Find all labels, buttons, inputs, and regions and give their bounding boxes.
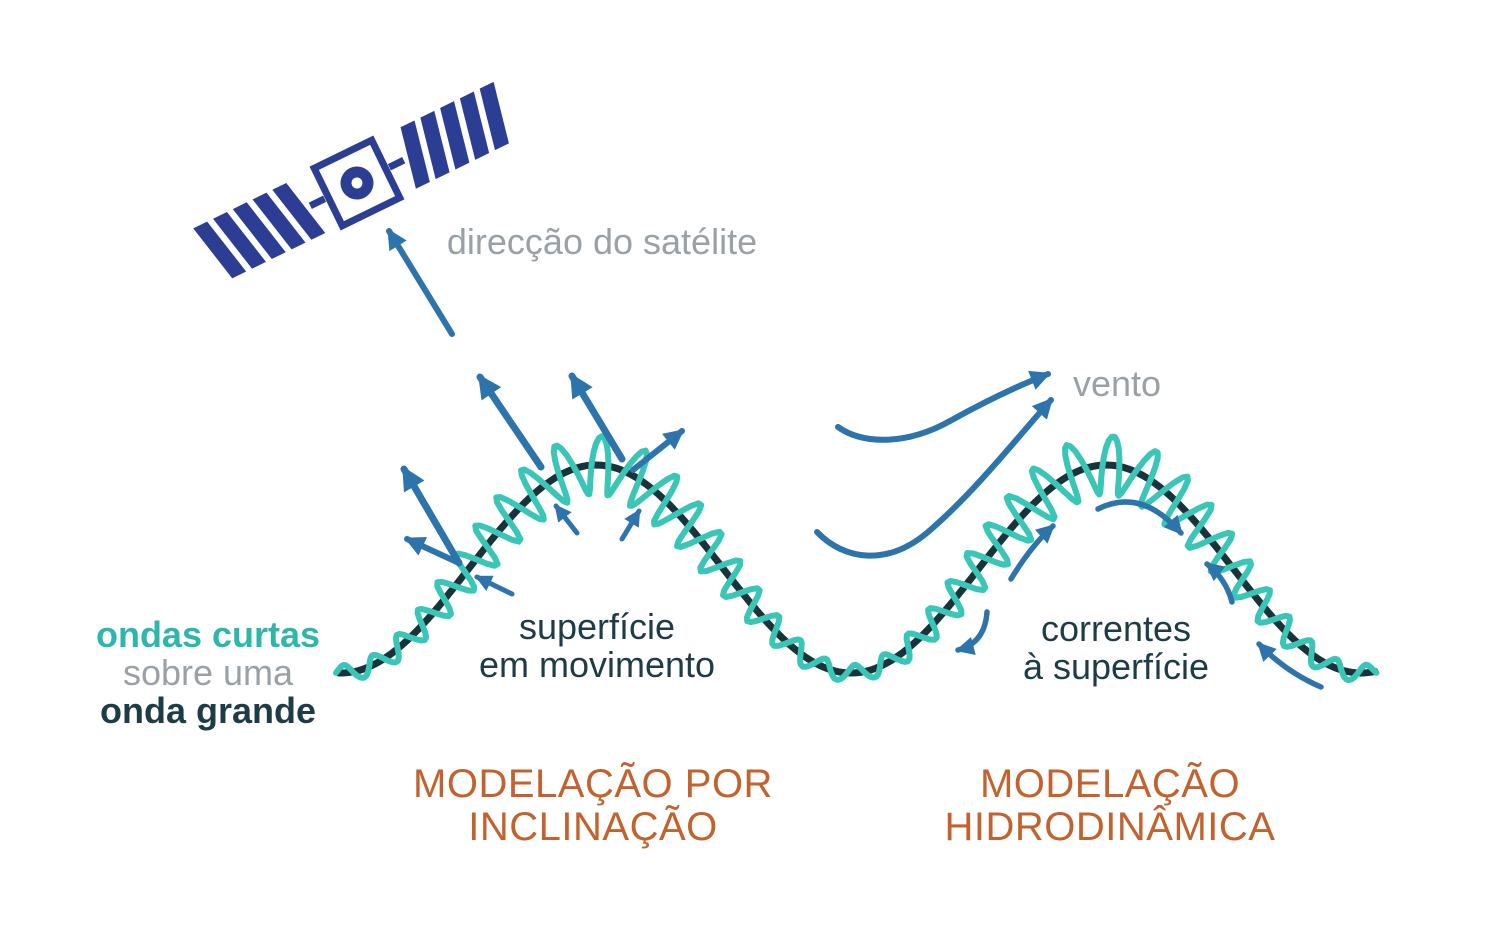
satellite-direction-label: direcção do satélite bbox=[446, 221, 758, 262]
moving-surface-label: superfície em movimento bbox=[479, 608, 715, 684]
radar-return-arrow bbox=[476, 373, 545, 471]
radar-return-arrow bbox=[400, 465, 463, 567]
wind-arrow bbox=[814, 397, 1054, 559]
satellite-direction-arrow bbox=[386, 228, 455, 337]
radar-return-arrow bbox=[404, 536, 462, 566]
satellite-icon bbox=[193, 81, 509, 279]
moving-surface-line1: superfície bbox=[518, 606, 676, 647]
tilt-modulation-line2: INCLINAÇÃO bbox=[468, 805, 718, 849]
legend-big-wave-line: onda grande bbox=[99, 690, 317, 731]
current-arrow bbox=[955, 609, 990, 656]
surface-currents-label: correntes à superfície bbox=[1023, 610, 1209, 686]
surface-normal-arrow bbox=[553, 503, 580, 536]
moving-surface-line2: em movimento bbox=[478, 644, 716, 685]
current-arrow bbox=[1204, 561, 1235, 605]
radar-return-arrow bbox=[630, 428, 685, 473]
solar-panel bbox=[193, 183, 326, 279]
current-arrow bbox=[1095, 499, 1184, 536]
hydrodynamic-modulation-label: MODELAÇÃO HIDRODINÂMICA bbox=[945, 763, 1276, 849]
hydrodynamic-modulation-line1: MODELAÇÃO bbox=[979, 762, 1241, 806]
legend-short-waves-line: ondas curtas bbox=[95, 614, 321, 655]
surface-currents-line2: à superfície bbox=[1022, 646, 1210, 687]
solar-panel bbox=[400, 81, 509, 189]
legend-over-a-line: sobre uma bbox=[122, 652, 294, 693]
surface-currents-line1: correntes bbox=[1040, 608, 1192, 649]
big-wave-curve bbox=[335, 461, 1379, 677]
tilt-modulation-line1: MODELAÇÃO POR bbox=[413, 762, 773, 806]
radar-return-arrow bbox=[568, 372, 626, 463]
wind-label: vento bbox=[1072, 363, 1162, 404]
hydrodynamic-modulation-line2: HIDRODINÂMICA bbox=[944, 805, 1276, 849]
wind-arrow bbox=[835, 370, 1051, 443]
short-waves-curve bbox=[333, 433, 1380, 683]
current-arrow bbox=[1008, 523, 1056, 582]
current-arrow bbox=[1256, 641, 1324, 690]
short-waves-legend: ondas curtas sobre uma onda grande bbox=[96, 616, 320, 730]
surface-normal-arrow bbox=[474, 574, 515, 597]
surface-normal-arrow bbox=[619, 508, 642, 542]
tilt-modulation-label: MODELAÇÃO POR INCLINAÇÃO bbox=[413, 763, 773, 849]
